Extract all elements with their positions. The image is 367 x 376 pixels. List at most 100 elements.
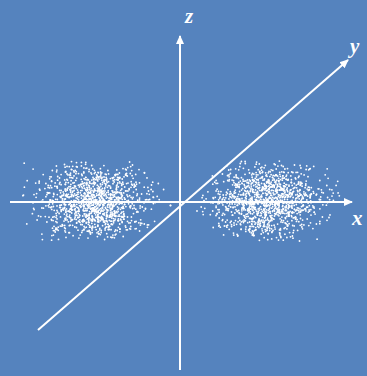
cloud-dot xyxy=(278,178,280,180)
cloud-dot xyxy=(83,167,85,169)
cloud-dot xyxy=(252,203,254,205)
cloud-dot xyxy=(223,234,225,236)
cloud-dot xyxy=(65,194,67,196)
cloud-dot xyxy=(129,206,131,208)
cloud-dot xyxy=(116,198,118,200)
cloud-dot xyxy=(113,220,115,222)
cloud-dot xyxy=(80,195,82,197)
cloud-dot xyxy=(98,178,100,180)
cloud-dot xyxy=(218,223,220,225)
cloud-dot xyxy=(59,196,61,198)
cloud-dot xyxy=(97,221,99,223)
cloud-dot xyxy=(259,225,261,227)
cloud-dot xyxy=(279,171,281,173)
cloud-dot xyxy=(260,225,262,227)
cloud-dot xyxy=(58,213,60,215)
cloud-dot xyxy=(98,188,100,190)
cloud-dot xyxy=(101,207,103,209)
cloud-dot xyxy=(48,192,50,194)
cloud-dot xyxy=(294,208,296,210)
cloud-dot xyxy=(45,205,47,207)
cloud-dot xyxy=(287,203,289,205)
cloud-dot xyxy=(145,208,147,210)
cloud-dot xyxy=(235,175,237,177)
cloud-dot xyxy=(244,161,246,163)
cloud-dot xyxy=(101,179,103,181)
cloud-dot xyxy=(71,194,73,196)
cloud-dot xyxy=(248,169,250,171)
cloud-dot xyxy=(65,231,67,233)
cloud-dot xyxy=(127,229,129,231)
cloud-dot xyxy=(271,215,273,217)
cloud-dot xyxy=(147,199,149,201)
cloud-dot xyxy=(106,192,108,194)
cloud-dot xyxy=(120,218,122,220)
cloud-dot xyxy=(75,188,77,190)
cloud-dot xyxy=(98,205,100,207)
cloud-dot xyxy=(76,227,78,229)
cloud-dot xyxy=(62,198,64,200)
cloud-dot xyxy=(125,174,127,176)
cloud-dot xyxy=(70,180,72,182)
cloud-dot xyxy=(83,210,85,212)
cloud-dot xyxy=(97,214,99,216)
cloud-dot xyxy=(51,170,53,172)
cloud-dot xyxy=(132,208,134,210)
cloud-dot xyxy=(100,193,102,195)
cloud-dot xyxy=(91,210,93,212)
cloud-dot xyxy=(33,194,35,196)
cloud-dot xyxy=(117,182,119,184)
cloud-dot xyxy=(124,186,126,188)
cloud-dot xyxy=(284,222,286,224)
cloud-dot xyxy=(69,217,71,219)
cloud-dot xyxy=(91,195,93,197)
cloud-dot xyxy=(95,198,97,200)
cloud-dot xyxy=(64,189,66,191)
cloud-dot xyxy=(279,196,281,198)
cloud-dot xyxy=(65,198,67,200)
cloud-dot xyxy=(139,197,141,199)
cloud-dot xyxy=(85,208,87,210)
cloud-dot xyxy=(88,184,90,186)
cloud-dot xyxy=(116,189,118,191)
cloud-dot xyxy=(326,219,328,221)
cloud-dot xyxy=(253,173,255,175)
cloud-dot xyxy=(218,199,220,201)
cloud-dot xyxy=(93,211,95,213)
cloud-dot xyxy=(119,177,121,179)
cloud-dot xyxy=(51,181,53,183)
cloud-dot xyxy=(256,211,258,213)
cloud-dot xyxy=(87,189,89,191)
cloud-dot xyxy=(97,236,99,238)
cloud-dot xyxy=(152,191,154,193)
cloud-dot xyxy=(52,196,54,198)
cloud-dot xyxy=(250,198,252,200)
cloud-dot xyxy=(90,192,92,194)
cloud-dot xyxy=(75,197,77,199)
cloud-dot xyxy=(106,233,108,235)
cloud-dot xyxy=(79,205,81,207)
cloud-dot xyxy=(116,203,118,205)
cloud-dot xyxy=(276,198,278,200)
cloud-dot xyxy=(99,194,101,196)
cloud-dot xyxy=(299,190,301,192)
cloud-dot xyxy=(141,193,143,195)
cloud-dot xyxy=(124,198,126,200)
cloud-dot xyxy=(133,186,135,188)
cloud-dot xyxy=(85,195,87,197)
cloud-dot xyxy=(287,199,289,201)
cloud-dot xyxy=(261,169,263,171)
cloud-dot xyxy=(299,193,301,195)
cloud-dot xyxy=(99,190,101,192)
cloud-dot xyxy=(89,187,91,189)
cloud-dot xyxy=(241,194,243,196)
cloud-dot xyxy=(50,185,52,187)
cloud-dot xyxy=(76,211,78,213)
cloud-dot xyxy=(262,219,264,221)
cloud-dot xyxy=(117,186,119,188)
cloud-dot xyxy=(114,218,116,220)
cloud-dot xyxy=(92,197,94,199)
cloud-dot xyxy=(70,189,72,191)
cloud-dot xyxy=(278,215,280,217)
cloud-dot xyxy=(255,199,257,201)
